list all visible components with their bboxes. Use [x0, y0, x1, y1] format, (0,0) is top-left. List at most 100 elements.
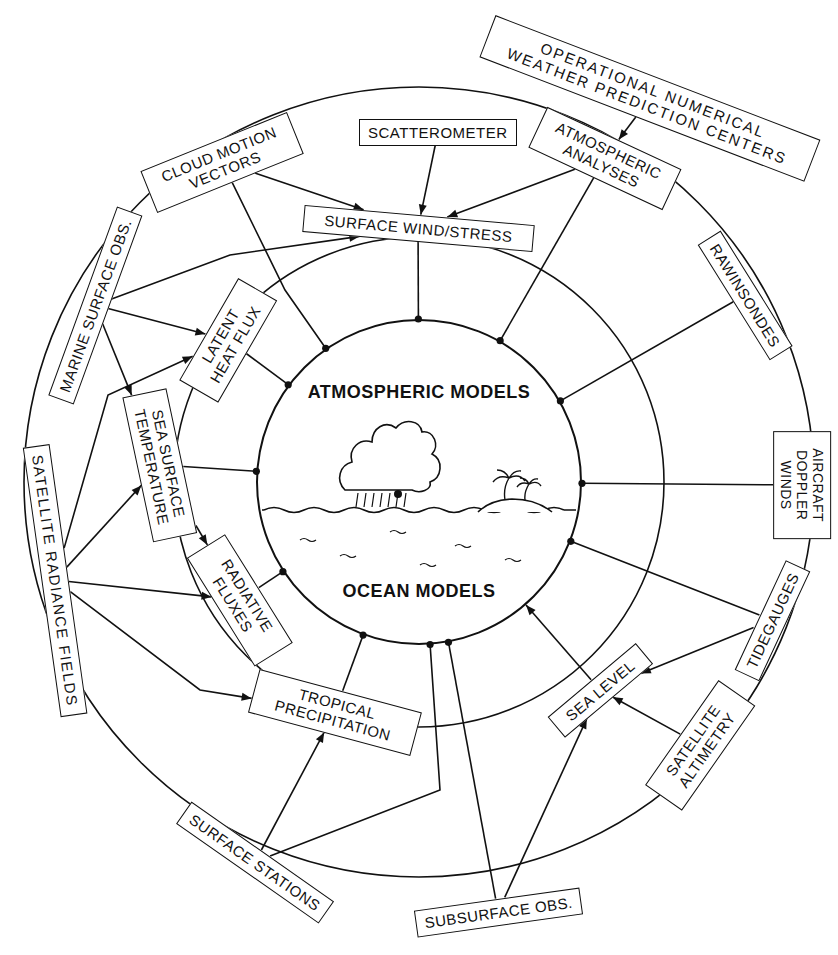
arrow-head: [526, 605, 536, 615]
box-label: SATELLITE RADIANCE FIELDS: [29, 453, 81, 707]
connector-line: [183, 467, 256, 472]
connector-line: [571, 541, 760, 615]
source-box: LATENT HEAT FLUX: [179, 278, 277, 402]
connector-line: [343, 635, 363, 691]
source-box: RADIATIVE FLUXES: [187, 534, 293, 666]
model-label: ATMOSPHERIC MODELS: [308, 382, 531, 403]
connector: [196, 526, 208, 545]
connector: [246, 354, 292, 389]
connector: [567, 538, 759, 615]
connector: [69, 582, 212, 600]
wave-marks: [300, 531, 521, 567]
connector-line: [69, 582, 212, 597]
arrow-head: [419, 204, 427, 215]
connector: [497, 178, 594, 345]
connector: [445, 639, 496, 899]
connector-line: [500, 178, 594, 341]
source-box: SURFACE STATIONS: [176, 801, 334, 923]
end-dot: [445, 639, 452, 646]
connector: [108, 309, 205, 336]
model-label: OCEAN MODELS: [342, 581, 495, 602]
box-label: SUBSURFACE OBS.: [423, 893, 573, 931]
box-label: TROPICAL PRECIPITATION: [258, 676, 412, 748]
arrow-head: [132, 485, 142, 495]
storm-cloud: [340, 422, 440, 492]
end-dot: [567, 538, 574, 545]
outer-ring: [24, 87, 814, 877]
source-box: CLOUD MOTION VECTORS: [140, 112, 303, 212]
box-label: AIRCRAFT DOPPLER WINDS: [778, 440, 826, 530]
arrow-head: [195, 328, 206, 336]
box-label: SEA SURFACE TEMPERATURE: [130, 398, 191, 532]
connector: [270, 641, 440, 856]
palm-trees: [493, 470, 541, 500]
connector: [183, 467, 260, 475]
connector: [613, 697, 681, 734]
end-dot: [279, 568, 286, 575]
source-box: SEA LEVEL: [547, 643, 652, 738]
connector-line: [505, 719, 587, 898]
connector: [557, 302, 734, 405]
arrow-head: [619, 129, 628, 139]
source-box: MARINE SURFACE OBS.: [48, 206, 142, 404]
source-box: SUBSURFACE OBS.: [413, 887, 582, 937]
box-label: SATELLITE ALTIMETRY: [654, 690, 745, 800]
model-circle: ATMOSPHERIC MODELS OCEAN MODELS: [256, 319, 582, 645]
arrow-head: [199, 534, 208, 545]
connector: [505, 719, 587, 898]
connector-line: [449, 642, 496, 898]
connector: [526, 605, 591, 680]
box-label: CLOUD MOTION VECTORS: [151, 120, 294, 204]
island: [478, 499, 552, 512]
arrow-head: [316, 732, 324, 743]
connector: [415, 242, 422, 323]
connector-line: [67, 485, 142, 567]
source-box: SURFACE WIND/STRESS: [302, 204, 534, 251]
connector: [419, 146, 435, 215]
box-label: SCATTEROMETER: [368, 124, 508, 141]
source-box: SCATTEROMETER: [359, 119, 517, 146]
end-dot: [285, 381, 292, 388]
connector: [103, 324, 132, 396]
connector-line: [255, 173, 364, 210]
box-label: SEA LEVEL: [562, 656, 638, 724]
rain-core: [394, 490, 402, 498]
box-label: SURFACE WIND/STRESS: [323, 211, 512, 245]
connector-line: [261, 732, 324, 850]
source-box: SATELLITE ALTIMETRY: [645, 680, 755, 810]
connector-line: [259, 572, 283, 588]
connector-line: [103, 324, 132, 396]
connector-line: [196, 526, 208, 545]
box-label: MARINE SURFACE OBS.: [56, 216, 135, 394]
source-box: SEA SURFACE TEMPERATURE: [123, 388, 197, 542]
connector-line: [417, 242, 419, 319]
end-dot: [557, 397, 564, 404]
connector-line: [582, 483, 773, 485]
connector-line: [270, 645, 440, 857]
box-label: ATMOSPHERIC ANALYSES: [539, 115, 671, 201]
arrow-head: [447, 210, 458, 217]
arrow-head: [613, 697, 624, 705]
connector-line: [108, 309, 205, 335]
connector: [259, 568, 287, 587]
arrow-head: [241, 693, 252, 701]
source-box: AIRCRAFT DOPPLER WINDS: [773, 431, 831, 539]
connector-line: [421, 146, 435, 215]
connector-line: [560, 302, 733, 401]
connector: [343, 632, 367, 691]
box-label: LATENT HEAT FLUX: [188, 288, 268, 392]
connector-line: [526, 605, 591, 680]
source-box: TROPICAL PRECIPITATION: [248, 669, 422, 755]
middle-ring: [174, 237, 664, 727]
source-box: RAWINSONDES: [697, 230, 792, 360]
connector: [578, 480, 773, 487]
connector-line: [246, 354, 288, 385]
end-dot: [322, 345, 329, 352]
end-dot: [359, 632, 366, 639]
connector-line: [619, 117, 636, 140]
source-box: TIDEGAUGES: [734, 559, 810, 681]
connector: [619, 117, 636, 140]
connector: [447, 169, 575, 217]
source-box: SATELLITE RADIANCE FIELDS: [23, 444, 88, 717]
box-label: SURFACE STATIONS: [186, 810, 324, 913]
